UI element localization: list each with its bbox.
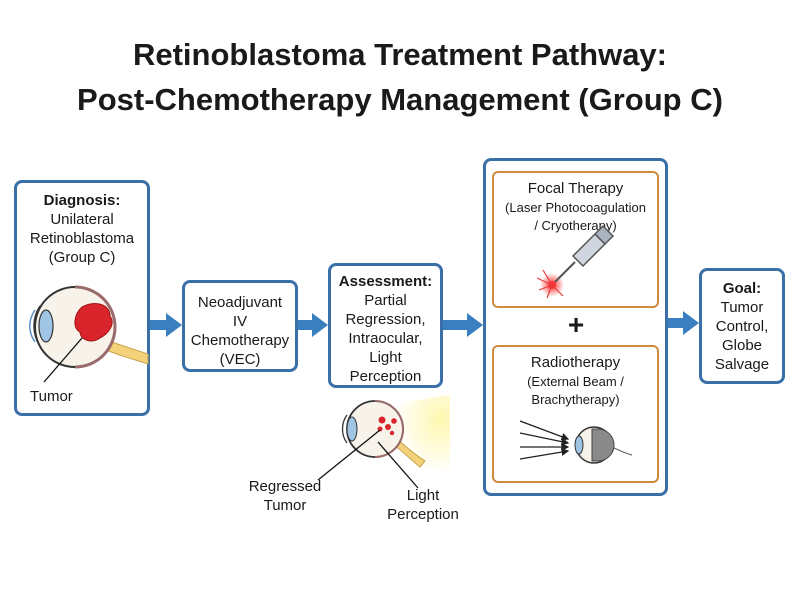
eye-regressed-tumor-icon	[341, 395, 450, 475]
diagnosis-line-2: Retinoblastoma	[29, 230, 135, 247]
chemotherapy-box: Neoadjuvant IV Chemotherapy (VEC)	[182, 280, 298, 372]
radiation-beams-eye-icon	[519, 420, 633, 464]
chemo-line-4: (VEC)	[219, 351, 261, 368]
tumor-label: Tumor	[30, 388, 73, 405]
light-label-line-1: Light	[406, 487, 440, 504]
focal-sub-2: / Cryotherapy)	[534, 218, 617, 233]
regressed-tumor-label: Regressed Tumor	[240, 477, 330, 515]
diagnosis-box: Diagnosis: Unilateral Retinoblastoma (Gr…	[14, 180, 150, 416]
chemo-line-3: Chemotherapy	[190, 332, 290, 349]
regressed-label-line-2: Tumor	[263, 497, 307, 514]
assessment-line-1: Partial	[364, 292, 407, 309]
arrow-2	[298, 313, 328, 337]
chemo-line-1: Neoadjuvant	[197, 294, 283, 311]
goal-heading: Goal:	[722, 280, 762, 297]
light-label-line-2: Perception	[387, 506, 459, 523]
arrow-4	[668, 311, 699, 335]
diagnosis-line-3: (Group C)	[48, 249, 116, 266]
focal-heading: Focal Therapy	[527, 180, 624, 197]
assessment-line-4: Light	[369, 349, 402, 366]
assessment-line-2: Regression,	[345, 311, 426, 328]
goal-box: Goal: Tumor Control, Globe Salvage	[699, 268, 785, 384]
arrow-1	[150, 313, 182, 337]
radio-sub-1: (External Beam /	[527, 374, 624, 389]
focal-sub-1: (Laser Photocoagulation	[505, 200, 646, 215]
regressed-label-line-1: Regressed	[248, 478, 322, 495]
diagnosis-heading: Diagnosis:	[43, 192, 121, 209]
title-line-1: Retinoblastoma Treatment Pathway:	[132, 37, 667, 72]
radio-heading: Radiotherapy	[530, 354, 621, 371]
assessment-heading: Assessment:	[338, 273, 433, 290]
laser-probe-icon	[536, 224, 615, 299]
chemo-line-2: IV	[232, 313, 248, 330]
diagnosis-line-1: Unilateral	[50, 211, 114, 228]
title-line-2: Post-Chemotherapy Management (Group C)	[77, 82, 723, 117]
assessment-line-3: Intraocular,	[348, 330, 423, 347]
eye-with-tumor-icon	[29, 285, 149, 383]
plus-sign: +	[567, 309, 585, 340]
goal-line-3: Globe	[721, 337, 763, 354]
goal-line-4: Salvage	[714, 356, 770, 373]
radio-sub-2: Brachytherapy)	[531, 392, 620, 407]
leader-lines	[317, 429, 419, 489]
arrow-3	[443, 313, 483, 337]
assessment-line-5: Perception	[349, 368, 422, 385]
goal-line-2: Control,	[715, 318, 769, 335]
goal-line-1: Tumor	[720, 299, 764, 316]
light-perception-label: Light Perception	[378, 486, 468, 524]
assessment-box: Assessment: Partial Regression, Intraocu…	[328, 263, 443, 388]
focal-therapy-box: Focal Therapy (Laser Photocoagulation / …	[492, 171, 659, 308]
radiotherapy-box: Radiotherapy (External Beam / Brachyther…	[492, 345, 659, 483]
